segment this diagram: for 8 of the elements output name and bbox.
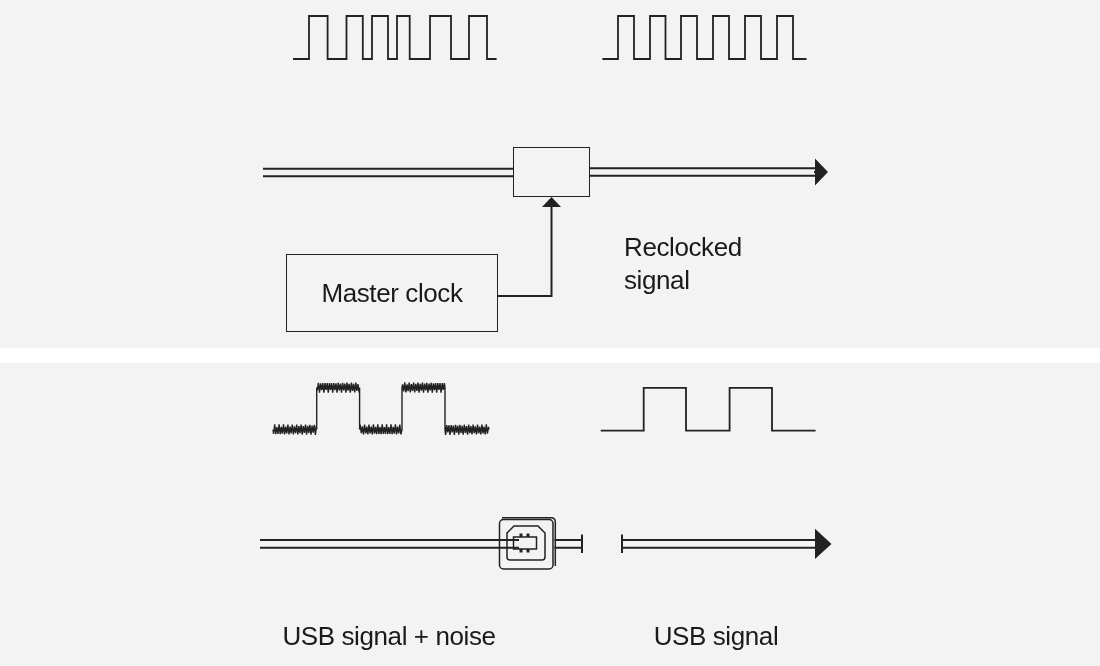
process-box bbox=[513, 147, 590, 197]
arrow bbox=[497, 197, 561, 297]
signal-line bbox=[262, 167, 514, 178]
signal-arrow bbox=[589, 158, 828, 186]
caption-text: USB signal + noise bbox=[282, 620, 496, 653]
caption-text: Reclocked signal bbox=[624, 231, 742, 297]
process-box: Master clock bbox=[286, 254, 498, 332]
caption-text: USB signal bbox=[653, 620, 779, 653]
